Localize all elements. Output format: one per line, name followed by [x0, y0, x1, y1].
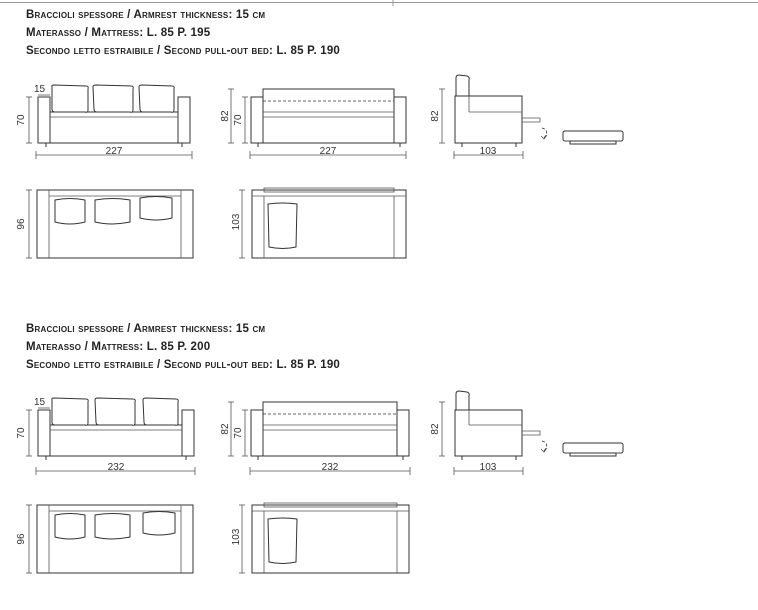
height-82-top: 82 [220, 110, 231, 122]
dims-plan-top: 96 [16, 189, 32, 259]
height-82-bottom: 82 [220, 423, 231, 435]
pullout-spec-bottom: Secondo letto estraibile / Second pull-o… [26, 359, 341, 371]
height-70-top: 70 [16, 114, 27, 126]
side-height-top: 82 [430, 110, 441, 122]
mattress-spec-bottom: Materasso / Mattress: L. 85 P. 200 [26, 341, 211, 353]
front-view-sofa-bottom [37, 397, 195, 460]
plan-view-bed-bottom [251, 502, 410, 574]
bed-width-top: 227 [320, 146, 337, 157]
mattress-spec-top: Materasso / Mattress: L. 85 P. 195 [26, 27, 211, 39]
bed-plan-depth-top: 103 [231, 213, 242, 230]
armrest-dim-bottom: 15 [34, 397, 46, 408]
dims-side-bottom: 103 82 [430, 401, 524, 475]
dims-front-bottom: 232 70 15 [16, 397, 196, 475]
side-depth-bottom: 103 [480, 462, 497, 473]
armrest-dim-top: 15 [34, 84, 46, 95]
side-view-bottom [454, 390, 624, 460]
side-height-bottom: 82 [430, 423, 441, 435]
height-70-bed-top: 70 [233, 114, 244, 126]
front-width-bottom: 232 [108, 462, 125, 473]
dims-bed-top: 227 82 70 [220, 88, 407, 159]
front-width-top: 227 [106, 146, 123, 157]
plan-view-sofa-bottom [36, 504, 194, 574]
front-view-bed-top [250, 88, 407, 147]
plan-view-sofa-top [36, 189, 194, 259]
plan-view-bed-top [251, 187, 407, 259]
dims-bed-plan-bottom: 103 [231, 504, 245, 574]
front-view-sofa-top [37, 84, 191, 147]
dims-bed-plan-top: 103 [231, 189, 245, 259]
height-70-bed-bottom: 70 [233, 427, 244, 439]
side-view-top [454, 74, 624, 147]
dims-front-top: 227 70 15 [16, 84, 193, 159]
side-depth-top: 103 [480, 146, 497, 157]
armrest-spec-bottom: Braccioli spessore / Armrest thickness: … [26, 323, 266, 335]
plan-depth-top: 96 [16, 218, 27, 230]
bed-plan-depth-bottom: 103 [231, 528, 242, 545]
dims-plan-bottom: 96 [16, 504, 32, 574]
dims-side-top: 103 82 [430, 88, 524, 159]
dims-bed-bottom: 232 82 70 [220, 401, 411, 475]
bed-width-bottom: 232 [322, 462, 339, 473]
pullout-spec-top: Secondo letto estraibile / Second pull-o… [26, 45, 341, 57]
height-70-bottom: 70 [16, 427, 27, 439]
armrest-spec-top: Braccioli spessore / Armrest thickness: … [26, 9, 266, 21]
front-view-bed-bottom [250, 401, 410, 460]
plan-depth-bottom: 96 [16, 533, 27, 545]
